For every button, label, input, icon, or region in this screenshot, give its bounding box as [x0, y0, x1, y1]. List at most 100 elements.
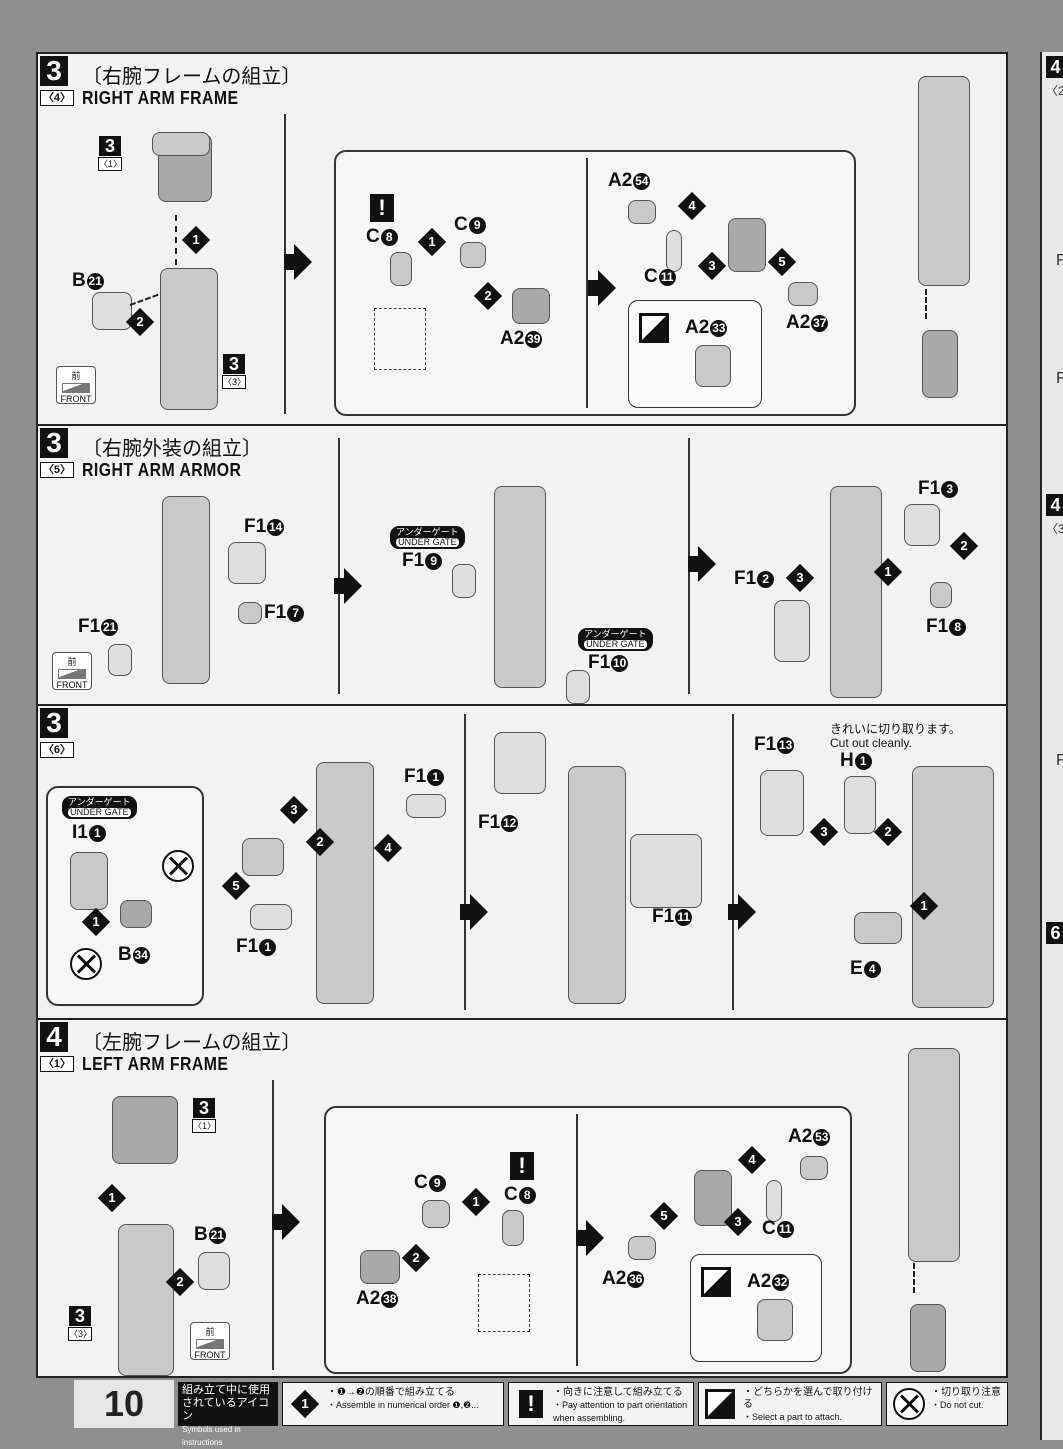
- cut-note-en: Cut out cleanly.: [830, 736, 912, 750]
- elbow-assembly: [728, 218, 766, 272]
- step-number: 4: [1046, 56, 1063, 78]
- part-b21: [198, 1252, 230, 1290]
- step-4-marker: 4: [373, 833, 403, 863]
- flow-arrow: [588, 270, 616, 306]
- step-1-marker: 1: [97, 1183, 127, 1213]
- step-1-marker: 1: [417, 227, 447, 257]
- step-3-marker: 3: [279, 795, 309, 825]
- step-reference: 3〈1〉: [98, 136, 123, 171]
- part-f1-14: [228, 542, 266, 584]
- step-4-marker: 4: [737, 1145, 767, 1175]
- step-subnumber: 〈6〉: [40, 742, 74, 758]
- part-c11: [766, 1180, 782, 1222]
- flow-arrow: [272, 1204, 300, 1240]
- do-not-cut-icon: [893, 1388, 925, 1420]
- select-part-icon: [701, 1267, 731, 1297]
- step-1-marker: 1: [909, 891, 939, 921]
- part-c9: [460, 242, 486, 268]
- column-divider: [464, 714, 466, 1010]
- do-not-cut-icon: [70, 948, 102, 980]
- part-f1-12: [494, 732, 546, 794]
- step-3-marker: 3: [697, 251, 727, 281]
- arm-assembly: [912, 766, 994, 1008]
- section-title-en: RIGHT ARM FRAME: [82, 88, 239, 108]
- part-f1-9: [452, 564, 476, 598]
- step-subnumber: 〈5〉: [40, 462, 74, 478]
- detail-inset-box: [478, 1274, 530, 1332]
- part-label-fragment: F: [1056, 752, 1063, 769]
- section-title-en: RIGHT ARM ARMOR: [82, 460, 242, 480]
- section-title-en: LEFT ARM FRAME: [82, 1054, 229, 1074]
- section-left-arm-frame: 4 〈1〉 〔左腕フレームの組立〕 LEFT ARM FRAME 3〈1〉 1 …: [38, 1020, 1006, 1376]
- column-divider: [732, 714, 734, 1010]
- cut-note-jp: きれいに切り取ります。: [830, 722, 961, 736]
- step-reference: 3〈1〉: [192, 1098, 217, 1133]
- arm-assembly: [316, 762, 374, 1004]
- assembly-line: [913, 1263, 915, 1293]
- part-f1-21: [108, 644, 132, 676]
- orientation-warning-icon: !: [370, 194, 394, 222]
- part-a2-53: [800, 1156, 828, 1180]
- completed-arm-frame: [908, 1048, 960, 1262]
- assembly-line: [175, 215, 177, 265]
- step-3-marker: 3: [785, 563, 815, 593]
- section-title-jp: 〔右腕外装の組立〕: [82, 436, 262, 460]
- step-2-marker: 2: [949, 531, 979, 561]
- part-f1-7: [238, 602, 262, 624]
- part-b21: [92, 292, 132, 330]
- part-c9: [422, 1200, 450, 1228]
- flow-arrow: [334, 568, 362, 604]
- part-f1-11: [630, 834, 702, 908]
- step-number: 4: [1046, 494, 1063, 516]
- arm-frame-part: [160, 268, 218, 410]
- shoulder-cap-part: [152, 132, 210, 156]
- step-2-marker: 2: [873, 817, 903, 847]
- part-f1-8: [930, 582, 952, 608]
- part-i1-1: [70, 852, 108, 910]
- page-number: 10: [74, 1380, 174, 1428]
- step-1-marker: 1: [461, 1187, 491, 1217]
- step-1-marker: 1: [873, 557, 903, 587]
- part-a2-36: [628, 1236, 656, 1260]
- part-label-fragment: F: [1056, 370, 1063, 387]
- hand-part: [757, 1299, 793, 1341]
- part-a2-38: [360, 1250, 400, 1284]
- flow-arrow: [728, 894, 756, 930]
- step-5-marker: 5: [767, 247, 797, 277]
- step-2-marker: 2: [125, 307, 155, 337]
- orientation-warning-icon: !: [510, 1152, 534, 1180]
- select-part-icon: [705, 1389, 735, 1419]
- part-f1-1: [406, 794, 446, 818]
- part-h1: [844, 776, 876, 834]
- elbow-assembly: [694, 1170, 732, 1226]
- part-f1-1: [242, 838, 284, 876]
- step-reference: 3〈3〉: [68, 1306, 93, 1341]
- hand-part: [922, 330, 958, 398]
- step-number: 6: [1046, 922, 1063, 944]
